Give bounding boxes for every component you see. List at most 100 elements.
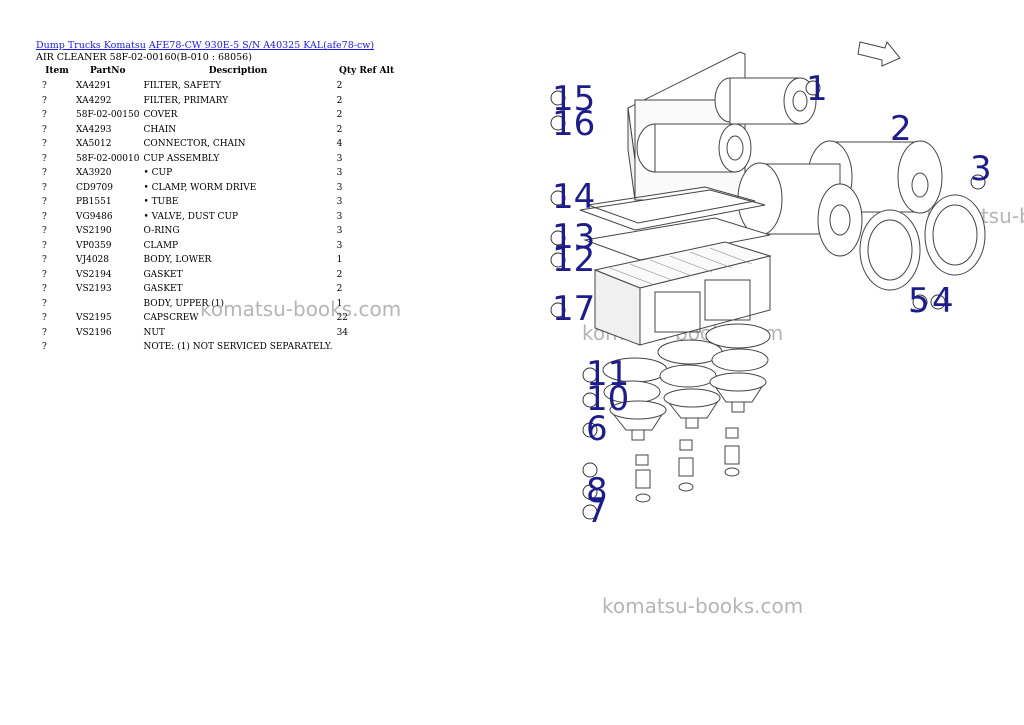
item-cell: ? bbox=[42, 284, 47, 295]
partno-cell: XA3920 bbox=[76, 168, 112, 179]
callout-8: 8 bbox=[586, 471, 608, 511]
table-row: ? VJ4028 BODY, LOWER 1 bbox=[36, 253, 399, 268]
qty-cell: 4 bbox=[336, 139, 343, 150]
callout-14: 14 bbox=[552, 177, 595, 217]
description-cell: CLAMP bbox=[143, 240, 179, 251]
header-description: Description bbox=[208, 66, 268, 76]
qty-cell: 1 bbox=[336, 298, 343, 309]
item-cell: ? bbox=[42, 226, 47, 237]
partno-cell: PB1551 bbox=[76, 197, 112, 208]
watermark: komatsu-books.com bbox=[602, 594, 804, 618]
qty-cell: 3 bbox=[336, 211, 343, 222]
item-cell: ? bbox=[42, 342, 47, 353]
clamp bbox=[711, 348, 769, 372]
qty-cell: 1 bbox=[336, 255, 343, 266]
callout-3: 3 bbox=[970, 149, 992, 189]
callout-15: 15 bbox=[552, 79, 595, 119]
qty-cell: 22 bbox=[336, 313, 349, 324]
header-partno: PartNo bbox=[89, 66, 126, 76]
breadcrumb-link-model[interactable]: AFE78-CW 930E-5 S/N A40325 KAL(afe78-cw) bbox=[148, 40, 375, 51]
item-cell: ? bbox=[42, 313, 47, 324]
partno-cell: VS2194 bbox=[76, 269, 112, 280]
description-cell: CHAIN bbox=[143, 124, 177, 135]
item-cell: ? bbox=[42, 327, 47, 338]
description-cell: GASKET bbox=[143, 269, 183, 280]
qty-cell: 3 bbox=[336, 168, 343, 179]
partno-cell: VS2190 bbox=[76, 226, 112, 237]
partno-cell: XA4292 bbox=[76, 95, 112, 106]
gasket bbox=[579, 189, 766, 231]
description-cell: • VALVE, DUST CUP bbox=[143, 211, 239, 222]
description-cell: FILTER, SAFETY bbox=[143, 81, 222, 92]
partno-cell: VS2193 bbox=[76, 284, 112, 295]
o-ring bbox=[705, 323, 771, 349]
description-cell: COVER bbox=[143, 110, 178, 121]
partno-cell: VJ4028 bbox=[76, 255, 110, 266]
item-cell: ? bbox=[42, 182, 47, 193]
callout-5: 5 bbox=[908, 281, 930, 321]
qty-cell: 3 bbox=[336, 226, 343, 237]
description-cell: • TUBE bbox=[143, 197, 179, 208]
description-cell: GASKET bbox=[143, 284, 183, 295]
description-cell: NUT bbox=[143, 327, 165, 338]
item-cell: ? bbox=[42, 139, 47, 150]
partno-cell bbox=[74, 340, 141, 355]
description-cell: • CUP bbox=[143, 168, 173, 179]
table-row: ? XA5012 CONNECTOR, CHAIN 4 bbox=[36, 137, 399, 152]
qty-cell bbox=[335, 340, 399, 355]
page-title: AIR CLEANER 58F-02-00160(B-010 : 68056) bbox=[36, 52, 252, 63]
description-cell: BODY, UPPER (1) bbox=[143, 298, 224, 309]
description-cell: O-RING bbox=[143, 226, 180, 237]
item-cell: ? bbox=[42, 95, 47, 106]
description-cell: CONNECTOR, CHAIN bbox=[143, 139, 246, 150]
item-cell: ? bbox=[42, 240, 47, 251]
callout-12: 12 bbox=[552, 240, 595, 280]
qty-cell: 3 bbox=[336, 153, 343, 164]
callout-1: 1 bbox=[806, 69, 828, 109]
qty-cell: 2 bbox=[336, 110, 343, 121]
partno-cell: XA4293 bbox=[76, 124, 112, 135]
breadcrumb-link-dump-trucks[interactable]: Dump Trucks Komatsu bbox=[36, 40, 146, 51]
partno-cell: XA4291 bbox=[76, 81, 112, 92]
partno-cell: VS2195 bbox=[76, 313, 112, 324]
description-cell: BODY, LOWER bbox=[143, 255, 212, 266]
description-cell: NOTE: (1) NOT SERVICED SEPARATELY. bbox=[143, 342, 333, 353]
qty-cell: 2 bbox=[336, 95, 343, 106]
description-cell: • CLAMP, WORM DRIVE bbox=[143, 182, 257, 193]
callout-11: 11 bbox=[586, 354, 629, 394]
item-cell: ? bbox=[42, 255, 47, 266]
dust-valve bbox=[635, 493, 651, 503]
partno-cell: XA5012 bbox=[76, 139, 112, 150]
tube bbox=[635, 469, 651, 489]
partno-cell bbox=[74, 297, 141, 312]
callout-7: 7 bbox=[586, 491, 608, 530]
qty-cell: 2 bbox=[336, 269, 343, 280]
qty-cell: 2 bbox=[336, 284, 343, 295]
item-cell: ? bbox=[42, 110, 47, 121]
table-row: ? CD9709 • CLAMP, WORM DRIVE 3 bbox=[36, 181, 399, 196]
clamp bbox=[659, 364, 717, 388]
partno-cell: 58F-02-00150 bbox=[76, 110, 140, 121]
qty-cell: 2 bbox=[336, 124, 343, 135]
header-item: Item bbox=[45, 66, 69, 76]
description-cell: CAPSCREW bbox=[143, 313, 199, 324]
qty-cell: 3 bbox=[336, 240, 343, 251]
table-row: ? VS2193 GASKET 2 bbox=[36, 282, 399, 297]
qty-cell: 3 bbox=[336, 182, 343, 193]
table-row: ?BODY, UPPER (1)1 bbox=[36, 297, 399, 312]
item-cell: ? bbox=[42, 81, 47, 92]
partno-cell: CD9709 bbox=[76, 182, 114, 193]
callout-16: 16 bbox=[552, 104, 595, 144]
header-qty-ref-alt: Qty Ref Alt bbox=[338, 66, 395, 76]
description-cell: CUP ASSEMBLY bbox=[143, 153, 220, 164]
